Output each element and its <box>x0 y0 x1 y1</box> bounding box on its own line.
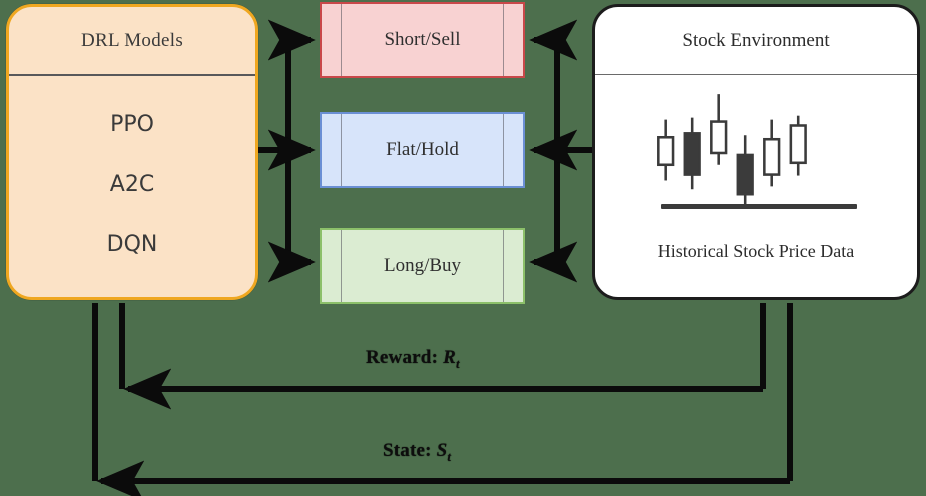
state-symbol: S <box>436 440 448 461</box>
action-left-divider <box>341 4 342 76</box>
action-left-divider <box>341 230 342 302</box>
drl-model-dqn[interactable]: DQN <box>106 231 158 257</box>
action-right-divider <box>503 230 504 302</box>
candle-body-hollow <box>789 124 807 165</box>
action-label-short-sell: Short/Sell <box>384 29 461 50</box>
candle-body-hollow <box>763 137 781 176</box>
action-box-long-buy[interactable]: Long/Buy <box>320 228 525 304</box>
state-subscript: t <box>447 448 452 464</box>
drl-model-ppo[interactable]: PPO <box>110 111 154 137</box>
candle-body-hollow <box>710 120 728 155</box>
state-feedback-label: State: St <box>383 440 451 465</box>
drl-models-list: PPO A2C DQN <box>9 76 255 300</box>
price-baseline-rule <box>661 204 857 209</box>
drl-model-a2c[interactable]: A2C <box>109 171 155 197</box>
action-box-flat-hold[interactable]: Flat/Hold <box>320 112 525 188</box>
action-label-long-buy: Long/Buy <box>383 255 462 276</box>
state-text: State: <box>383 440 437 461</box>
action-right-divider <box>503 4 504 76</box>
drl-models-title: DRL Models <box>80 30 184 51</box>
reward-feedback-label: Reward: Rt <box>366 347 460 372</box>
action-right-divider <box>503 114 504 186</box>
stock-environment-title: Stock Environment <box>682 30 830 51</box>
candlestick-chart-icon <box>657 94 807 206</box>
candle-body-filled <box>736 153 754 196</box>
drl-title-divider <box>9 74 255 76</box>
action-label-flat-hold: Flat/Hold <box>386 139 459 160</box>
candle-body-hollow <box>657 135 675 167</box>
action-left-divider <box>341 114 342 186</box>
drl-models-panel[interactable]: DRL Models PPO A2C DQN <box>6 4 258 300</box>
reward-subscript: t <box>455 355 460 371</box>
candle-body-filled <box>683 132 701 176</box>
reward-text: Reward: <box>366 347 444 368</box>
stock-environment-panel[interactable]: Stock Environment Historical Stock Price… <box>592 4 920 300</box>
stock-environment-caption: Historical Stock Price Data <box>657 240 855 261</box>
action-box-short-sell[interactable]: Short/Sell <box>320 2 525 78</box>
env-title-divider <box>595 74 917 75</box>
reward-symbol: R <box>443 347 456 368</box>
